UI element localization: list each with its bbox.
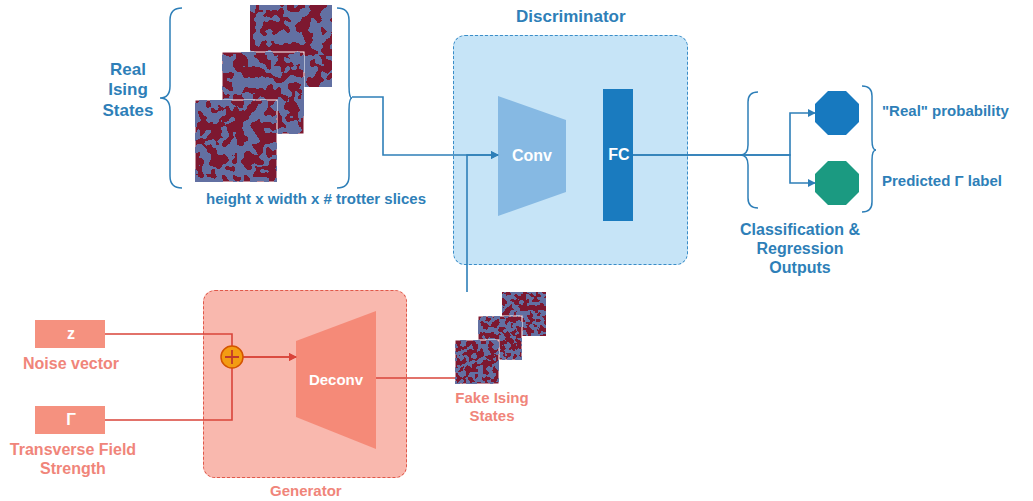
fake-image-stack: Fake Ising States: [455, 292, 546, 384]
box-heading: Discriminator: [516, 7, 626, 27]
conv-layer: Conv: [498, 96, 566, 216]
input-caption: Transverse Field Strength: [0, 440, 148, 478]
input-caption: Noise vector: [23, 354, 119, 373]
conv-layer-outline: [498, 96, 566, 216]
discriminator-box: DiscriminatorConvFC: [453, 35, 688, 265]
output-octagon: Predicted Γ label: [815, 161, 859, 205]
ising-texture: [195, 100, 277, 182]
layer-name: FC: [604, 145, 634, 164]
ising-image: [195, 100, 277, 182]
output-octagon-outline: [815, 91, 859, 135]
output-octagon-shape: [815, 91, 859, 135]
generator-box: GeneratorDeconv: [203, 290, 407, 478]
fc-layer: FC: [603, 89, 633, 221]
output-octagon-outline: [815, 161, 859, 205]
layer-name: Deconv: [296, 371, 376, 389]
connector: [376, 377, 455, 379]
brace: [862, 86, 876, 212]
input-box: zNoise vector: [35, 320, 105, 348]
sum-symbol: [221, 346, 243, 368]
deconv-layer-outline: [296, 311, 376, 449]
input-symbol: z: [36, 324, 106, 343]
ising-texture: [455, 340, 499, 384]
input-symbol: Γ: [36, 410, 106, 429]
layer-name: Conv: [498, 146, 566, 165]
fake-ising-images: [455, 292, 546, 384]
stack-heading: Real Ising States: [95, 60, 161, 121]
brace: [337, 8, 352, 188]
image-stack: Real Ising Statesheight x width x # trot…: [193, 5, 352, 185]
output-label: "Real" probability: [882, 102, 1009, 120]
brace: [160, 8, 182, 188]
output-group-label: Classification & Regression Outputs: [725, 220, 875, 278]
real-ising-images: [195, 5, 332, 182]
sum-cross: [225, 350, 239, 364]
output-label: Predicted Γ label: [882, 172, 1002, 190]
sum-circle: [221, 346, 243, 368]
output-octagon-shape: [815, 161, 859, 205]
stack-heading: Fake Ising States: [447, 389, 537, 425]
box-heading: Generator: [270, 482, 342, 500]
brace: [740, 92, 758, 208]
dimension-note: height x width x # trotter slices: [206, 190, 426, 208]
deconv-layer: Deconv: [296, 311, 376, 449]
ising-image: [455, 340, 499, 384]
input-box: ΓTransverse Field Strength: [35, 406, 105, 434]
output-octagon: "Real" probability: [815, 91, 859, 135]
